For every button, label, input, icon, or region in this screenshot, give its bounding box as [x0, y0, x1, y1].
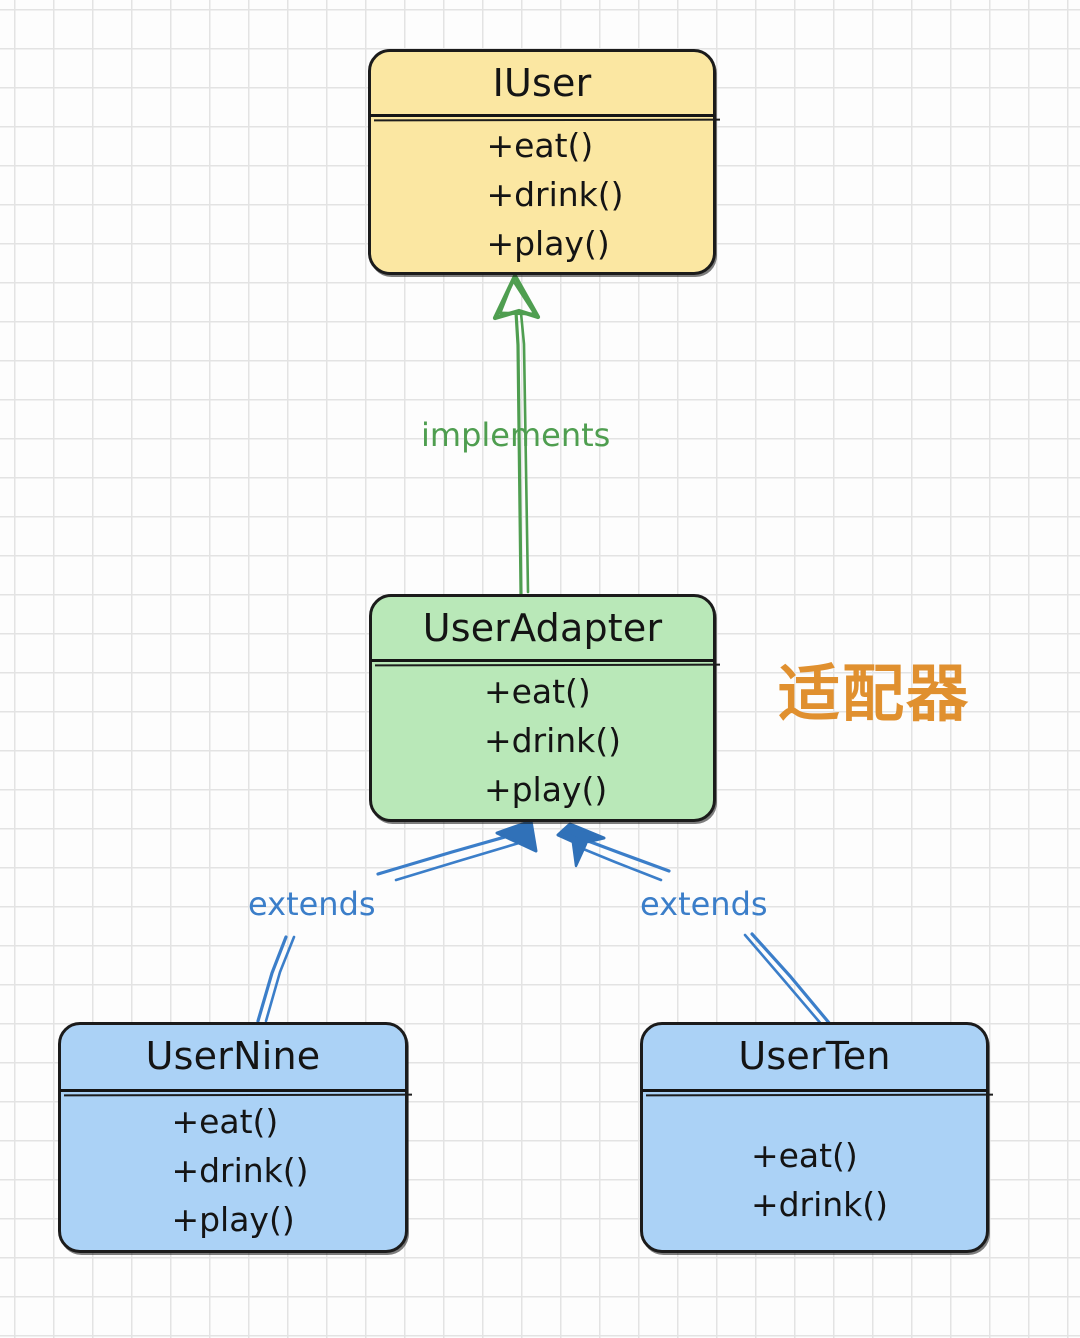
edge-label-implements: implements [421, 416, 611, 454]
class-title-usernine: UserNine [145, 1034, 321, 1078]
extends-right-arrowhead-tail-icon [570, 834, 588, 868]
extends-left-arrowhead-icon [495, 819, 538, 853]
extends-left-seg1-b [264, 935, 296, 1023]
class-title-iuser: IUser [492, 61, 592, 105]
annotation-adapter: 适配器 [778, 657, 971, 730]
class-method: +play() [483, 769, 608, 809]
edge-label-extends-right: extends [640, 885, 768, 923]
class-method: +eat() [483, 671, 591, 711]
extends-right-seg2-a [578, 836, 671, 873]
class-box-userten[interactable]: UserTen +eat() +drink() [640, 1022, 989, 1253]
implements-arrowhead-inner-icon [498, 278, 537, 316]
class-method: +eat() [750, 1135, 858, 1175]
class-members-useradapter: +eat() +drink() +play() [372, 662, 713, 819]
implements-arrowhead-icon [492, 273, 541, 321]
class-divider [60, 1088, 406, 1092]
extends-right-seg1-a [750, 932, 832, 1026]
class-box-iuser[interactable]: IUser +eat() +drink() +play() [368, 49, 716, 275]
extends-right-seg1-b [743, 933, 824, 1027]
edge-extends-right[interactable] [556, 822, 832, 1027]
extends-left-seg1-a [256, 935, 288, 1023]
class-method: +play() [171, 1200, 295, 1240]
class-box-usernine[interactable]: UserNine +eat() +drink() +play() [58, 1022, 408, 1253]
class-box-useradapter[interactable]: UserAdapter +eat() +drink() +play() [369, 594, 716, 822]
class-method: +eat() [171, 1102, 279, 1142]
extends-right-arrowhead-icon [556, 822, 606, 846]
class-method: +eat() [486, 125, 594, 165]
class-method: +drink() [750, 1184, 889, 1224]
class-members-iuser: +eat() +drink() +play() [371, 117, 713, 272]
class-divider [642, 1088, 987, 1092]
class-title-userten: UserTen [738, 1034, 891, 1078]
class-divider [370, 113, 714, 117]
extends-right-seg2-b [574, 844, 663, 882]
class-title-useradapter: UserAdapter [422, 606, 663, 650]
class-method: +play() [486, 223, 610, 263]
class-method: +drink() [171, 1151, 309, 1191]
class-method: +drink() [486, 174, 624, 214]
class-method: +drink() [483, 720, 622, 760]
extends-left-seg2-a [376, 833, 514, 876]
class-divider [371, 658, 714, 662]
edge-label-extends-left: extends [248, 885, 376, 923]
class-members-usernine: +eat() +drink() +play() [61, 1092, 405, 1250]
class-members-userten: +eat() +drink() [643, 1092, 986, 1250]
extends-left-seg2-b [394, 841, 521, 882]
